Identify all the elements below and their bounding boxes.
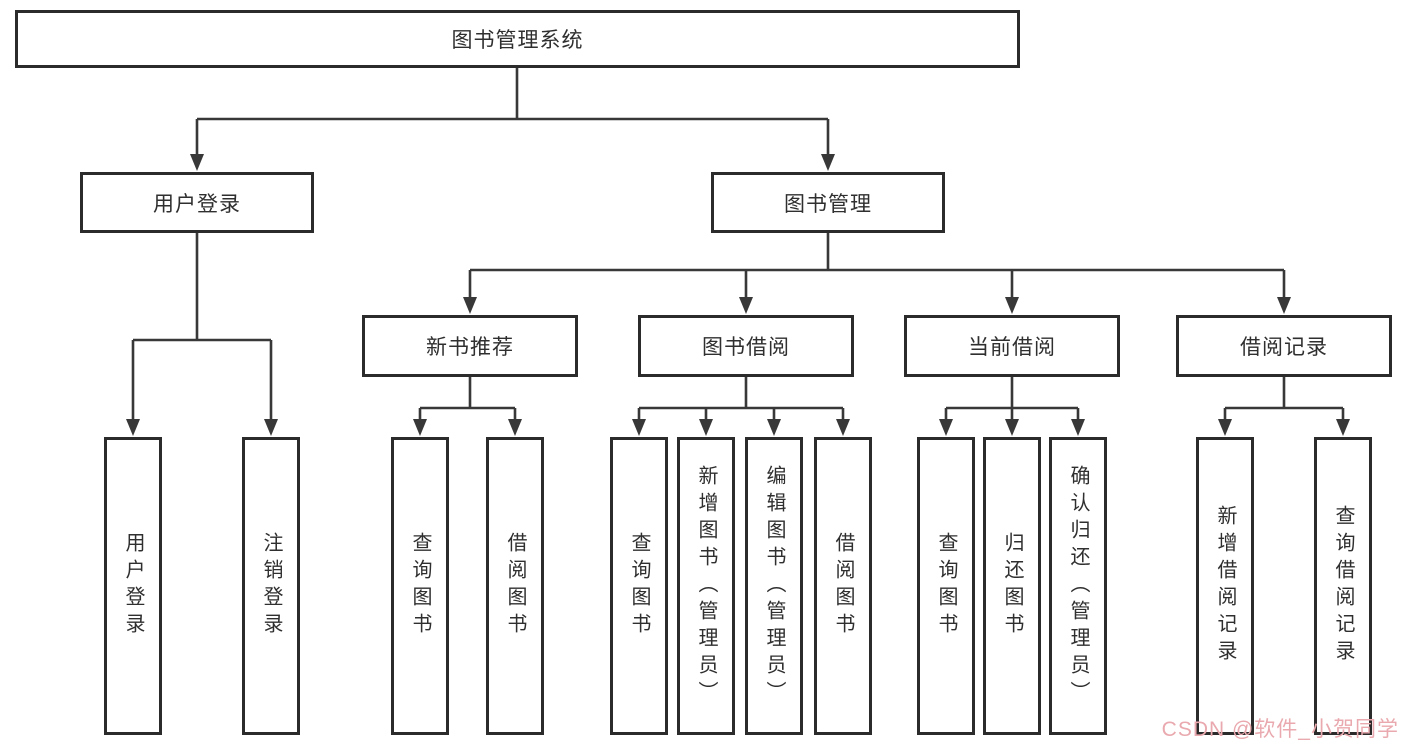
node-root-system: 图书管理系统 [15,10,1020,68]
leaf-borrow-books: 借阅图书 [814,437,872,735]
leaf-label: 用户登录 [122,532,144,640]
leaf-label: 编辑图书（管理员） [763,464,785,708]
leaf-query-borrow-record: 查询借阅记录 [1314,437,1372,735]
node-user-login-module: 用户登录 [80,172,314,233]
leaf-query-books-current: 查询图书 [917,437,975,735]
node-new-book-recommend: 新书推荐 [362,315,578,377]
node-book-management-module: 图书管理 [711,172,945,233]
leaf-edit-books-admin: 编辑图书（管理员） [745,437,803,735]
leaf-label: 归还图书 [1001,532,1023,640]
node-borrow-records: 借阅记录 [1176,315,1392,377]
arrowheads [126,154,1350,436]
leaf-label: 查询图书 [628,532,650,640]
leaf-query-books-recommend: 查询图书 [391,437,449,735]
leaf-label: 查询借阅记录 [1332,505,1354,667]
leaf-label: 借阅图书 [504,532,526,640]
leaf-label: 新增借阅记录 [1214,505,1236,667]
leaf-label: 查询图书 [409,532,431,640]
leaf-label: 查询图书 [935,532,957,640]
leaf-add-books-admin: 新增图书（管理员） [677,437,735,735]
leaf-borrow-books-recommend: 借阅图书 [486,437,544,735]
leaf-add-borrow-record: 新增借阅记录 [1196,437,1254,735]
leaf-return-books: 归还图书 [983,437,1041,735]
leaf-label: 借阅图书 [832,532,854,640]
leaf-query-books-borrow: 查询图书 [610,437,668,735]
leaf-label: 确认归还（管理员） [1067,464,1089,708]
leaf-user-login: 用户登录 [104,437,162,735]
leaf-label: 新增图书（管理员） [695,464,717,708]
node-book-borrow: 图书借阅 [638,315,854,377]
leaf-logout: 注销登录 [242,437,300,735]
leaf-confirm-return-admin: 确认归还（管理员） [1049,437,1107,735]
node-current-borrow: 当前借阅 [904,315,1120,377]
leaf-label: 注销登录 [260,532,282,640]
